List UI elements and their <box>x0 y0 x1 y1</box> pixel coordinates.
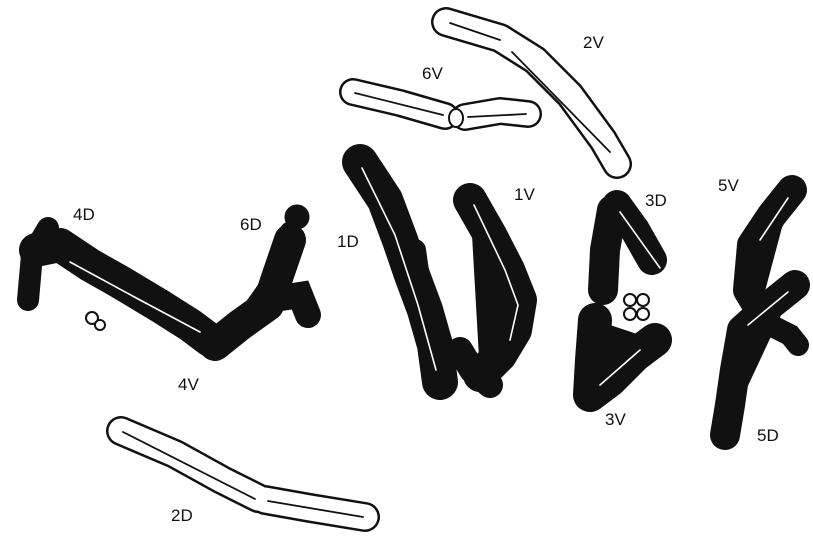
label-1V: 1V <box>514 185 535 204</box>
label-3V: 3V <box>605 410 626 429</box>
chromosome-1D <box>360 162 440 382</box>
label-4V: 4V <box>178 375 199 394</box>
label-2V: 2V <box>583 33 604 52</box>
label-2D: 2D <box>171 506 193 525</box>
label-6V: 6V <box>422 64 443 83</box>
chromosome-2D <box>121 431 365 517</box>
chromosome-6V <box>353 92 528 127</box>
label-5D: 5D <box>757 426 779 445</box>
label-3D: 3D <box>645 191 667 210</box>
label-4D: 4D <box>73 205 95 224</box>
chromosome-6D <box>215 205 309 345</box>
label-6D: 6D <box>240 215 262 234</box>
label-5V: 5V <box>718 176 739 195</box>
label-1D: 1D <box>337 232 359 251</box>
chromosome-5D <box>725 285 798 435</box>
chromosome-1V <box>460 200 520 385</box>
chromosome-4D-4V <box>28 228 210 340</box>
chromosome-3D-3V <box>590 205 660 395</box>
